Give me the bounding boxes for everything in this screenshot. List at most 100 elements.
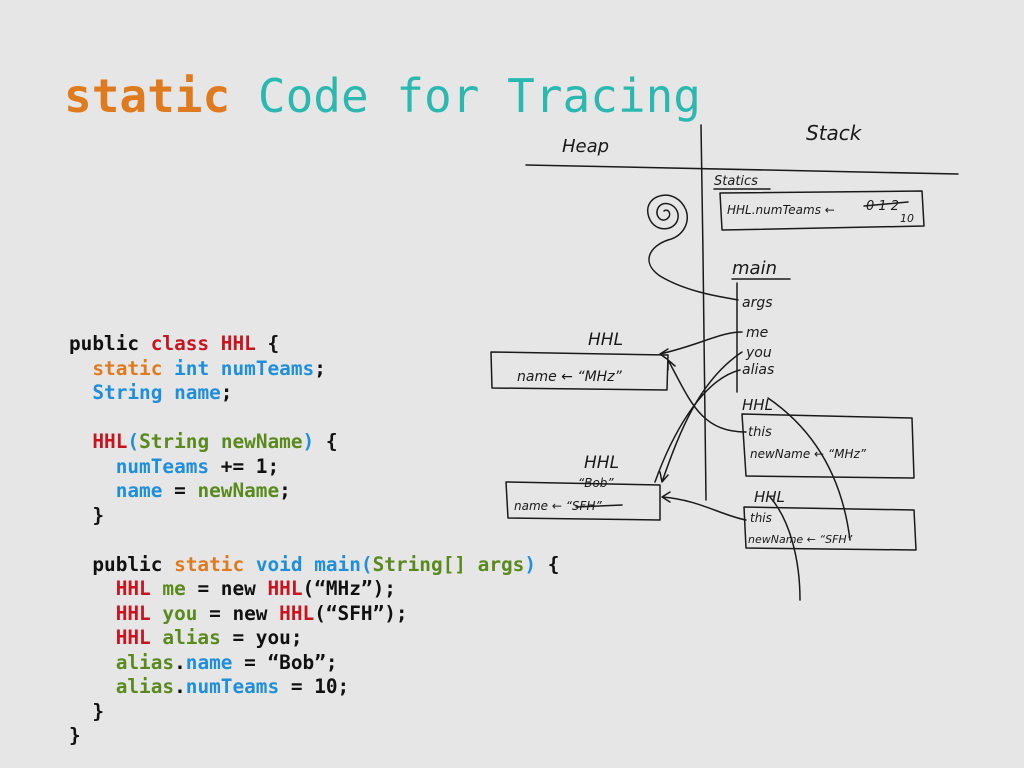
code-token: HHL — [115, 626, 163, 649]
statics-crossed-value: 0 1 2 — [866, 199, 899, 214]
code-token: numTeams — [185, 675, 280, 698]
code-token: ; — [314, 356, 326, 380]
heap-obj-2-strike — [575, 504, 623, 508]
frame-2-crossout — [769, 496, 801, 601]
statics-box — [719, 190, 925, 231]
ref-alias-to-obj2 — [654, 369, 741, 483]
code-token: ; — [279, 479, 291, 502]
code-token: HHL — [220, 332, 256, 355]
heap-obj-2-box — [505, 481, 661, 521]
code-line: HHL alias = you; — [69, 626, 559, 651]
ref-me-to-obj1 — [659, 331, 743, 360]
code-token: class — [150, 332, 221, 355]
ref-this2-to-obj2 — [661, 491, 747, 521]
code-token: args — [477, 552, 525, 576]
code-token: ) — [302, 430, 315, 453]
heap-obj-1-label: HHL — [588, 330, 623, 350]
code-line: alias.numTeams = 10; — [69, 675, 559, 700]
code-token: = new — [197, 601, 280, 625]
ref-you-to-obj2 — [659, 351, 743, 483]
code-line: public static void main(String[] args) { — [69, 553, 559, 578]
code-line: } — [69, 700, 559, 725]
code-token: static — [92, 356, 175, 380]
code-token: main — [314, 552, 361, 576]
code-token: String — [139, 430, 221, 453]
code-line: static int numTeams; — [69, 357, 559, 382]
code-token: = you; — [220, 626, 303, 649]
main-var-args: args — [742, 295, 773, 311]
code-token: ( — [127, 430, 140, 453]
statics-strikethrough — [863, 201, 909, 207]
code-token: = 10; — [279, 675, 350, 698]
code-token: } — [69, 503, 105, 527]
code-token: alias — [162, 626, 221, 649]
code-token: numTeams — [220, 356, 315, 380]
statics-entry: HHL.numTeams ← — [727, 203, 835, 217]
heap-obj-2-label: HHL — [584, 453, 619, 473]
frame-1-param: newName ← “MHz” — [750, 447, 867, 461]
code-token: } — [69, 724, 81, 747]
main-var-alias: alias — [742, 362, 774, 378]
heap-obj-2-new-value: “Bob” — [578, 476, 614, 490]
code-token: HHL — [115, 577, 163, 600]
code-line: name = newName; — [69, 479, 559, 504]
heap-obj-1-box — [490, 351, 669, 391]
code-token: name — [115, 479, 163, 502]
heap-label: Heap — [562, 136, 609, 157]
title-static-keyword: static — [64, 69, 231, 123]
code-line: public class HHL { — [69, 332, 559, 357]
code-token: (“MHz”); — [302, 577, 396, 600]
code-line: } — [69, 504, 559, 529]
code-token: = — [162, 479, 198, 502]
frame-2-box — [743, 506, 917, 551]
code-token: = “Bob”; — [232, 650, 338, 674]
code-token: me — [162, 577, 186, 600]
frame-1-box — [741, 413, 915, 479]
heap-obj-1-field: name ← “MHz” — [517, 369, 623, 385]
code-line: String name; — [69, 381, 559, 406]
heap-stack-divider — [700, 124, 707, 501]
code-token: newName — [220, 430, 303, 453]
code-token: newName — [197, 479, 280, 502]
code-token: = new — [185, 577, 268, 600]
code-token: ) — [524, 552, 537, 576]
code-token: { — [536, 552, 560, 576]
code-token: (“SFH”); — [314, 601, 408, 625]
main-var-you: you — [745, 345, 772, 361]
code-token: void — [255, 552, 315, 576]
code-token: name — [185, 650, 233, 674]
code-listing: public class HHL { static int numTeams; … — [69, 332, 559, 749]
code-token: public — [69, 552, 175, 576]
code-token: you — [162, 601, 198, 625]
stack-label: Stack — [806, 121, 863, 145]
slide-title: static Code for Tracing — [64, 64, 701, 128]
frame-2-this: this — [750, 511, 772, 525]
code-token: int — [174, 356, 221, 380]
frame-1-this: this — [748, 425, 772, 440]
code-token: HHL — [279, 601, 315, 625]
code-line: HHL(String newName) { — [69, 430, 559, 455]
statics-current-value: 10 — [900, 212, 914, 225]
static-ref-arrow — [648, 239, 739, 301]
code-line: HHL me = new HHL(“MHz”); — [69, 577, 559, 602]
code-token: name — [174, 381, 221, 404]
statics-label: Statics — [714, 174, 758, 189]
code-token: alias — [115, 675, 175, 698]
code-line: numTeams += 1; — [69, 455, 559, 480]
static-ref-spiral — [647, 194, 688, 241]
code-token: HHL — [115, 601, 163, 625]
code-line: } — [69, 724, 559, 749]
code-token: ( — [360, 552, 373, 576]
frame-2-param: newName ← “SFH” — [748, 533, 853, 546]
code-token: numTeams — [115, 454, 210, 478]
code-token: += 1; — [209, 454, 280, 478]
code-token: } — [69, 699, 105, 723]
code-token: String — [92, 381, 175, 404]
header-underline — [525, 164, 959, 175]
code-token: HHL — [267, 577, 303, 600]
code-token: String[] — [372, 552, 478, 576]
heap-obj-2-field: name ← “SFH” — [514, 499, 602, 513]
title-rest: Code for Tracing — [257, 69, 701, 123]
code-token: HHL — [92, 430, 128, 453]
code-token: { — [255, 332, 280, 355]
